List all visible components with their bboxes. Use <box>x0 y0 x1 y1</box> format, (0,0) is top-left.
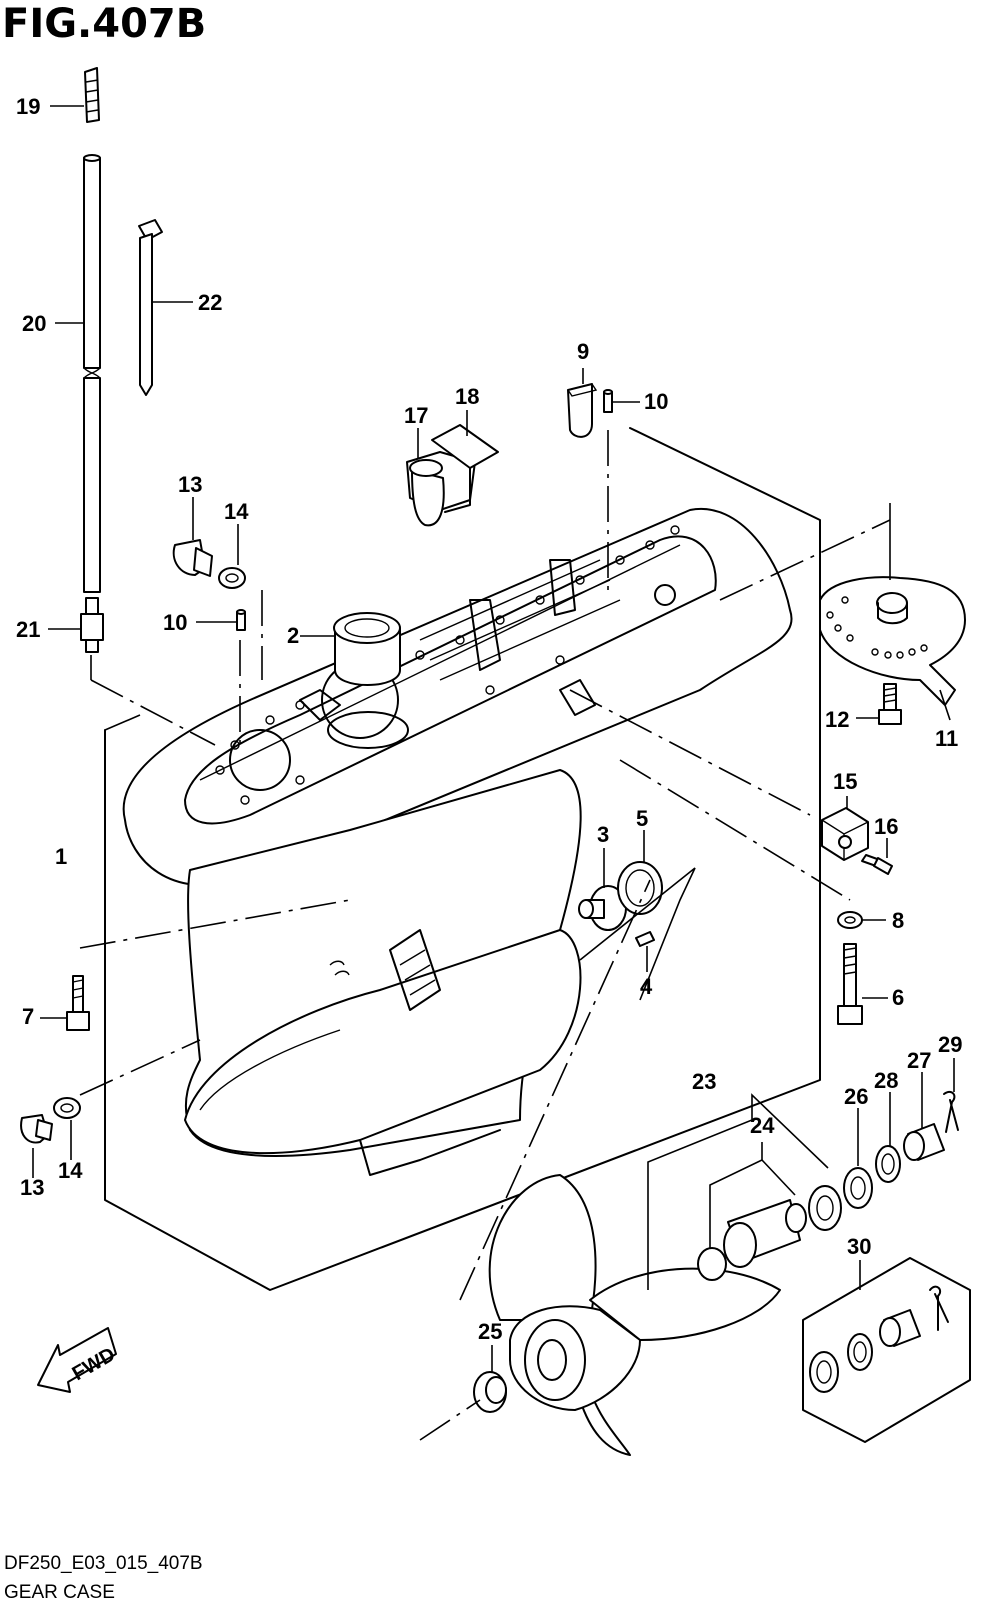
callout-8: 8 <box>892 908 905 933</box>
anode-bolt <box>856 683 902 725</box>
cable-tie <box>138 219 193 396</box>
gasket-lower <box>53 1097 81 1160</box>
washer-8 <box>837 911 886 929</box>
oil-plug-upper <box>172 497 213 577</box>
callout-10a: 10 <box>644 389 669 414</box>
callout-29: 29 <box>938 1032 963 1057</box>
callout-7: 7 <box>22 1004 35 1029</box>
shift-rod-end <box>50 67 100 123</box>
splined-washer <box>843 1108 873 1209</box>
callout-13a: 13 <box>178 472 203 497</box>
nut-kit-box <box>802 1257 971 1443</box>
dowel-pin-left <box>196 609 246 631</box>
callout-26: 26 <box>844 1084 869 1109</box>
callout-10b: 10 <box>163 610 188 635</box>
callout-19: 19 <box>16 94 41 119</box>
seal-block-screw <box>861 838 893 875</box>
callout-4: 4 <box>640 974 653 999</box>
callout-25: 25 <box>478 1319 503 1344</box>
hub-bushing <box>697 1142 807 1281</box>
figure-title: FIG.407B <box>2 1 207 47</box>
bearing-sleeve <box>300 612 401 686</box>
propeller-nut <box>903 1072 945 1161</box>
propeller <box>488 1093 829 1456</box>
grommet-bracket <box>431 410 499 513</box>
washer-28 <box>875 1092 901 1183</box>
callout-20: 20 <box>22 311 47 336</box>
callout-13b: 13 <box>20 1175 45 1200</box>
callout-9: 9 <box>577 339 590 364</box>
callout-23: 23 <box>692 1069 717 1094</box>
callout-30: 30 <box>847 1234 872 1259</box>
mounting-bolt-6 <box>837 943 888 1025</box>
pin-4 <box>635 931 655 972</box>
callout-14b: 14 <box>58 1158 83 1183</box>
callout-15: 15 <box>833 769 858 794</box>
seal-rubber <box>566 368 598 438</box>
shift-rod-coupler <box>48 597 104 653</box>
callout-16: 16 <box>874 814 899 839</box>
callout-14a: 14 <box>224 499 249 524</box>
callout-5: 5 <box>636 806 649 831</box>
figure-name: GEAR CASE <box>4 1582 115 1603</box>
callout-2: 2 <box>287 623 300 648</box>
dowel-pin-right <box>603 389 640 413</box>
callout-22: 22 <box>198 290 223 315</box>
gear-case-housing <box>122 507 793 1176</box>
callout-17: 17 <box>404 403 429 428</box>
forward-direction-arrow: FWD <box>37 1327 119 1393</box>
figure-code: DF250_E03_015_407B <box>4 1553 203 1574</box>
anode-trim-tab <box>819 503 966 721</box>
assembly-phantom-lines <box>79 430 891 1441</box>
callout-28: 28 <box>874 1068 899 1093</box>
shift-rod <box>55 154 101 593</box>
callout-27: 27 <box>907 1048 932 1073</box>
callout-11: 11 <box>935 726 959 751</box>
callout-12: 12 <box>825 707 850 732</box>
callout-6: 6 <box>892 985 905 1010</box>
callout-18: 18 <box>455 384 480 409</box>
callout-21: 21 <box>16 617 41 642</box>
oil-plug-lower <box>20 1114 53 1178</box>
cotter-pin <box>943 1058 959 1133</box>
callout-1: 1 <box>55 844 68 869</box>
thrust-bush-25 <box>473 1345 507 1413</box>
water-pipe-grommet <box>406 428 476 527</box>
water-seal-block <box>821 796 869 861</box>
mounting-bolt-7 <box>40 975 90 1031</box>
pickup-housing-3 <box>578 848 627 931</box>
thrust-washer-26 <box>808 1185 842 1231</box>
callout-24: 24 <box>750 1113 775 1138</box>
gasket-upper <box>218 524 246 589</box>
callout-3: 3 <box>597 822 610 847</box>
oil-seal-5 <box>579 830 696 1001</box>
